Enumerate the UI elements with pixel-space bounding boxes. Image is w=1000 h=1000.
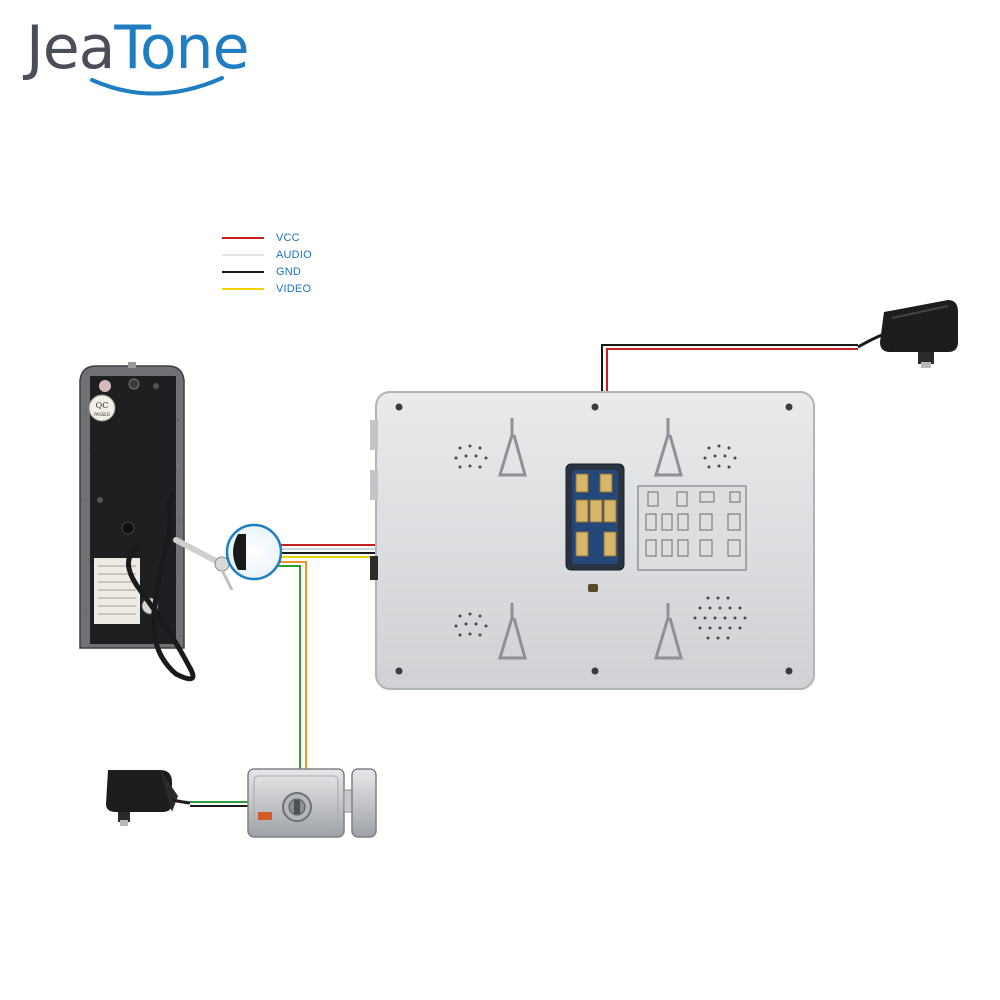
brand-logo: JeaTone <box>26 18 250 78</box>
lock-wire-green <box>248 565 301 803</box>
qc-sticker-sublabel: PASSED <box>94 412 110 417</box>
hanger-slots <box>497 418 683 660</box>
speaker-grille-bottom-right <box>693 596 747 640</box>
speaker-grille-top-left <box>454 444 488 469</box>
legend-item-gnd: GND <box>222 263 312 280</box>
port-label-panel <box>637 485 747 571</box>
wiring-label-sticker <box>94 558 140 624</box>
legend-item-vcc: VCC <box>222 229 312 246</box>
legend-swatch-vcc <box>222 236 264 239</box>
indoor-monitor <box>370 391 815 690</box>
logo-swoosh <box>90 76 224 96</box>
wire-color-legend: VCC AUDIO GND VIDEO <box>222 229 312 297</box>
legend-label-vcc: VCC <box>276 231 300 244</box>
legend-label-gnd: GND <box>276 265 302 278</box>
qc-sticker <box>88 394 116 422</box>
connector-blocks <box>575 473 617 557</box>
qc-sticker-text: QC <box>94 401 110 410</box>
electric-door-lock <box>247 768 377 838</box>
qc-sticker-label: QC <box>95 401 109 410</box>
brand-logo-part1: Jea <box>26 13 115 83</box>
legend-swatch-gnd <box>222 270 264 273</box>
zoom-lens <box>225 523 283 581</box>
legend-item-video: VIDEO <box>222 280 312 297</box>
speaker-grille-top-right <box>703 444 737 469</box>
outdoor-doorbell-camera <box>79 362 234 682</box>
monitor-screws <box>395 403 793 675</box>
lock-power-adapter <box>106 770 191 826</box>
speaker-grille-bottom-left <box>454 612 488 637</box>
brand-logo-part2: Tone <box>114 13 249 83</box>
monitor-power-adapter <box>857 300 958 368</box>
legend-label-audio: AUDIO <box>276 248 312 261</box>
legend-swatch-video <box>222 287 264 290</box>
legend-item-audio: AUDIO <box>222 246 312 263</box>
qc-sticker-subtext: PASSED <box>92 412 112 417</box>
monitor-center-hole <box>588 584 598 592</box>
legend-label-video: VIDEO <box>276 282 312 295</box>
legend-swatch-audio <box>222 253 264 256</box>
